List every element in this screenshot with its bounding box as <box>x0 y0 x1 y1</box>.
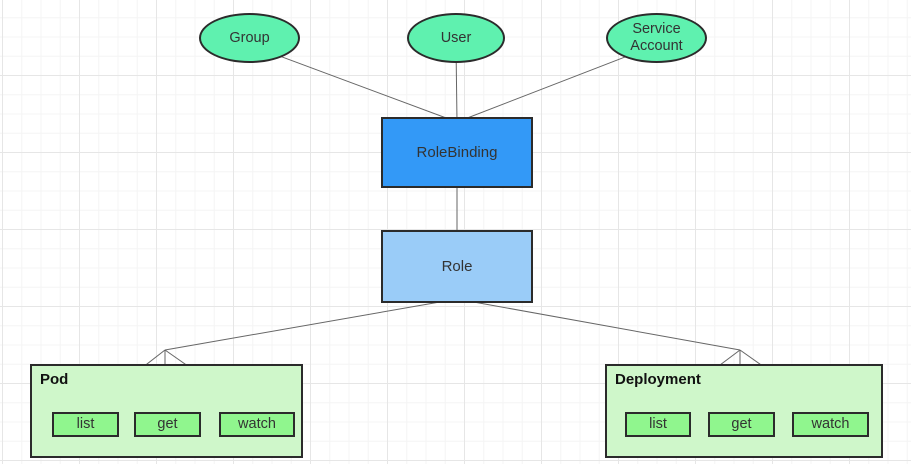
node-pod-container[interactable]: Pod list get watch <box>30 364 303 458</box>
deployment-verb-get-label: get <box>731 416 752 433</box>
pod-verb-list-label: list <box>76 416 95 433</box>
node-rolebinding[interactable]: RoleBinding <box>381 117 533 188</box>
deployment-verb-watch-label: watch <box>811 416 850 433</box>
node-group-label: Group <box>229 29 270 46</box>
node-deployment-container[interactable]: Deployment list get watch <box>605 364 883 458</box>
pod-verb-get[interactable]: get <box>134 412 201 437</box>
pod-verb-watch-label: watch <box>238 416 276 433</box>
node-role[interactable]: Role <box>381 230 533 303</box>
deployment-verb-list[interactable]: list <box>625 412 691 437</box>
edge-serviceaccount-rolebinding <box>456 44 657 123</box>
deployment-verb-watch[interactable]: watch <box>792 412 869 437</box>
node-group[interactable]: Group <box>199 13 300 63</box>
pod-verb-watch[interactable]: watch <box>219 412 295 437</box>
pod-container-label: Pod <box>40 371 69 388</box>
deployment-verb-list-label: list <box>649 416 667 433</box>
edge-role-pod <box>164 298 458 351</box>
node-role-label: Role <box>441 257 473 275</box>
deployment-verb-get[interactable]: get <box>708 412 775 437</box>
node-service-account-label: Service Account <box>630 21 683 54</box>
node-user[interactable]: User <box>407 13 505 63</box>
node-rolebinding-label: RoleBinding <box>416 143 498 161</box>
pod-verb-get-label: get <box>157 416 178 433</box>
edge-group-rolebinding <box>249 44 458 123</box>
pod-verb-list[interactable]: list <box>52 412 119 437</box>
deployment-container-label: Deployment <box>615 371 701 388</box>
node-service-account[interactable]: Service Account <box>606 13 707 63</box>
edge-role-deployment <box>456 298 741 351</box>
node-user-label: User <box>440 29 472 46</box>
